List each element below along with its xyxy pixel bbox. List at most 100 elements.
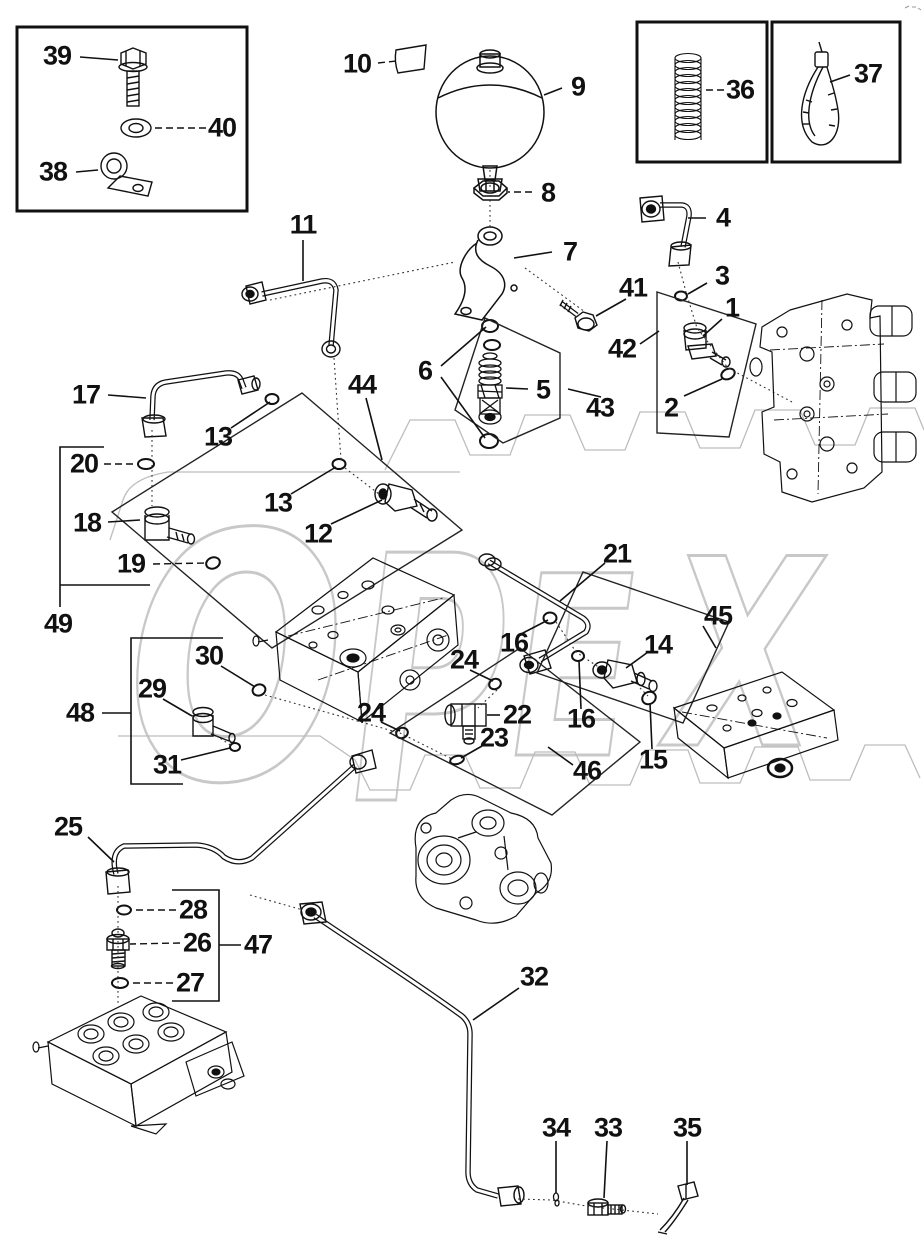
bracket-49 bbox=[59, 446, 104, 607]
callout-29: 29 bbox=[137, 673, 167, 704]
o-ring-28 bbox=[116, 904, 132, 916]
watermark-letter-o: O bbox=[128, 462, 345, 858]
callout-20: 20 bbox=[69, 448, 99, 479]
callout-6: 6 bbox=[417, 355, 433, 386]
brake-valve-illustration bbox=[32, 995, 245, 1135]
detail-box-36 bbox=[635, 20, 769, 164]
part-4-tube bbox=[639, 195, 692, 267]
callout-4: 4 bbox=[715, 202, 731, 233]
watermark-letter-x: X bbox=[658, 505, 827, 807]
callout-24b: 24 bbox=[356, 697, 386, 728]
part-18-elbow-fitting bbox=[144, 506, 196, 545]
callout-36: 36 bbox=[725, 74, 755, 105]
part-12-elbow-fitting bbox=[374, 483, 438, 522]
leader-lines bbox=[75, 56, 851, 1199]
callout-28: 28 bbox=[178, 894, 208, 925]
callout-22: 22 bbox=[502, 699, 532, 730]
watermark-gear-outline bbox=[109, 407, 924, 791]
callout-49: 49 bbox=[43, 608, 73, 639]
callout-44: 44 bbox=[347, 369, 377, 400]
part-40-washer bbox=[120, 118, 152, 138]
watermark-letter-e: E bbox=[512, 524, 635, 814]
part-14-elbow-fitting bbox=[592, 659, 658, 693]
callout-13a: 13 bbox=[203, 421, 233, 452]
callout-42: 42 bbox=[607, 333, 637, 364]
o-ring-15 bbox=[641, 690, 657, 706]
callout-48: 48 bbox=[65, 697, 95, 728]
callout-40: 40 bbox=[207, 112, 237, 143]
callout-17: 17 bbox=[71, 379, 101, 410]
callout-13b: 13 bbox=[263, 487, 293, 518]
o-ring-31 bbox=[229, 742, 241, 752]
part-36-spring bbox=[674, 52, 702, 141]
callout-23: 23 bbox=[479, 722, 509, 753]
part-35-clip bbox=[657, 1181, 699, 1235]
o-ring-16a bbox=[542, 611, 558, 625]
callout-25: 25 bbox=[53, 811, 83, 842]
callout-16a: 16 bbox=[499, 627, 529, 658]
o-ring-13a bbox=[264, 393, 280, 405]
part-38-clamp bbox=[100, 152, 153, 197]
enclosure-42 bbox=[656, 291, 757, 438]
callout-3: 3 bbox=[714, 260, 730, 291]
callout-10: 10 bbox=[342, 48, 372, 79]
part-21-tube bbox=[478, 553, 591, 675]
part-25-tube bbox=[105, 749, 377, 895]
bracket-48 bbox=[130, 637, 223, 785]
callout-5: 5 bbox=[535, 374, 551, 405]
callout-34: 34 bbox=[541, 1112, 571, 1143]
part-34-pin bbox=[552, 1192, 560, 1207]
o-ring-6b bbox=[483, 339, 501, 351]
callout-35: 35 bbox=[672, 1112, 702, 1143]
callout-26: 26 bbox=[182, 927, 212, 958]
part-17-tube bbox=[141, 370, 261, 438]
part-41-bolt bbox=[559, 299, 598, 332]
part-39-flange-bolt bbox=[118, 47, 148, 107]
callout-12: 12 bbox=[303, 518, 333, 549]
manifold-plate-illustration bbox=[672, 671, 839, 780]
callout-7: 7 bbox=[562, 236, 578, 267]
callout-27: 27 bbox=[175, 967, 205, 998]
part-37-cable-tie bbox=[800, 41, 840, 146]
callout-46: 46 bbox=[572, 755, 602, 786]
o-ring-27 bbox=[111, 977, 129, 989]
part-29-elbow-fitting bbox=[192, 706, 236, 744]
alignment-dotted-lines bbox=[117, 170, 793, 1215]
callout-30: 30 bbox=[194, 640, 224, 671]
callout-43: 43 bbox=[585, 392, 615, 423]
o-ring-24b bbox=[395, 726, 409, 740]
pump-illustration bbox=[414, 793, 553, 924]
group-enclosures bbox=[110, 291, 757, 816]
detail-box-37 bbox=[770, 20, 902, 164]
part-9-accumulator bbox=[435, 49, 545, 192]
enclosure-45 bbox=[536, 571, 730, 724]
callout-37: 37 bbox=[853, 58, 883, 89]
part-5-valve-cartridge bbox=[477, 352, 503, 425]
right-control-valve-illustration bbox=[749, 293, 917, 503]
callout-15: 15 bbox=[638, 744, 668, 775]
part-11-tube bbox=[241, 277, 341, 358]
part-7-bracket bbox=[453, 226, 518, 321]
o-ring-13b bbox=[331, 458, 347, 470]
callout-31: 31 bbox=[152, 749, 182, 780]
callout-9: 9 bbox=[570, 71, 586, 102]
callout-32: 32 bbox=[519, 961, 549, 992]
part-8-nut bbox=[472, 180, 509, 201]
part-1-elbow-fitting bbox=[683, 322, 731, 368]
callout-38: 38 bbox=[38, 156, 68, 187]
callout-14: 14 bbox=[643, 629, 673, 660]
callout-33: 33 bbox=[593, 1112, 623, 1143]
part-32-tube bbox=[299, 901, 525, 1207]
callout-45: 45 bbox=[703, 600, 733, 631]
o-rings bbox=[111, 290, 736, 989]
detail-box-38-39-40 bbox=[15, 25, 249, 213]
leader-lines-dashed bbox=[104, 60, 724, 984]
o-ring-16b bbox=[571, 650, 585, 662]
part-10-decal bbox=[394, 44, 427, 74]
callout-24a: 24 bbox=[449, 644, 479, 675]
callout-1: 1 bbox=[724, 292, 740, 323]
group-brackets bbox=[59, 446, 223, 1002]
callout-41: 41 bbox=[618, 272, 648, 303]
part-26-fitting bbox=[106, 928, 130, 970]
